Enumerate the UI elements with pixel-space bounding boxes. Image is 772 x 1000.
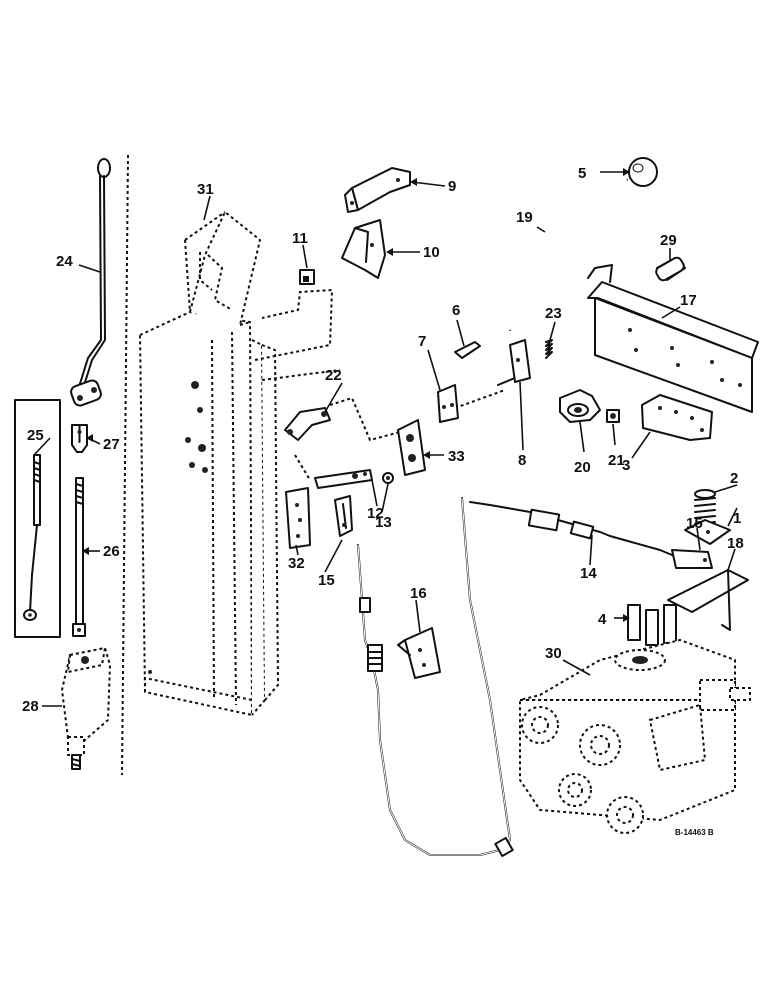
callout-18: 18 <box>727 535 744 552</box>
shaft-guide-line <box>454 389 506 409</box>
part-12-lever-arm <box>314 469 373 489</box>
linkage-guide-line <box>329 396 401 442</box>
callout-23: 23 <box>545 305 562 322</box>
part-15-clevis-left <box>334 495 353 537</box>
part-10-bracket <box>341 219 386 279</box>
part-26-threaded-rod <box>72 477 86 637</box>
callout-15-left: 15 <box>318 572 335 589</box>
callout-28: 28 <box>22 698 39 715</box>
part-20-detent <box>559 389 601 423</box>
callout-5: 5 <box>578 165 586 182</box>
mounting-guide-line-upper <box>254 288 334 361</box>
part-14-cable-loop <box>357 497 514 858</box>
part-11-clip <box>299 269 315 285</box>
callout-10: 10 <box>423 244 440 261</box>
callout-leaders <box>33 168 738 707</box>
part-25-inset-box <box>14 399 61 638</box>
part-17-plate <box>587 264 759 413</box>
part-29-sleeve <box>655 256 686 282</box>
callout-19: 19 <box>516 209 533 226</box>
part-33-plate <box>397 419 426 476</box>
callout-15-right: 15 <box>686 515 703 532</box>
part-27-clevis <box>71 424 88 453</box>
part-5-knob <box>628 157 658 187</box>
callout-20: 20 <box>574 459 591 476</box>
part-23-spring <box>545 339 553 359</box>
part-24-lever-rod <box>70 158 111 407</box>
part-16-bracket <box>397 627 441 679</box>
part-18-bracket <box>667 569 749 631</box>
callout-6: 6 <box>452 302 460 319</box>
part-4-pins <box>627 604 677 646</box>
callout-31: 31 <box>197 181 214 198</box>
part-21-washer <box>606 409 620 423</box>
part-25-alternate-rod <box>23 454 41 621</box>
callout-12: 12 <box>367 505 384 522</box>
callout-25: 25 <box>27 427 44 444</box>
part-19-gear-lever <box>498 178 628 331</box>
part-6-key <box>454 341 481 359</box>
callout-33: 33 <box>448 448 465 465</box>
callout-16: 16 <box>410 585 427 602</box>
callout-4: 4 <box>598 611 607 628</box>
callout-7: 7 <box>418 333 426 350</box>
callout-21: 21 <box>608 452 625 469</box>
callout-27: 27 <box>103 436 120 453</box>
part-15-clevis-right <box>671 549 713 569</box>
part-31-column-frame <box>139 211 279 716</box>
callout-29: 29 <box>660 232 677 249</box>
callout-1: 1 <box>733 510 741 527</box>
linkage-guide-line-2 <box>294 454 311 481</box>
callout-32: 32 <box>288 555 305 572</box>
callout-26: 26 <box>103 543 120 560</box>
part-9-bracket <box>344 167 411 213</box>
callout-11: 11 <box>292 230 308 247</box>
part-3-plate <box>641 394 713 441</box>
callout-labels: 1 2 3 4 5 6 7 8 9 10 11 12 13 14 15 15 1… <box>22 165 744 715</box>
callout-9: 9 <box>448 178 456 195</box>
mounting-guide-line-lower <box>261 369 341 381</box>
part-28-housing <box>61 647 111 770</box>
callout-14: 14 <box>580 565 597 582</box>
callout-2: 2 <box>730 470 738 487</box>
part-2-spring <box>694 489 716 525</box>
callout-22: 22 <box>325 367 342 384</box>
part-32-plate <box>285 487 311 549</box>
callout-8: 8 <box>518 452 526 469</box>
part-14-cable <box>469 501 673 556</box>
part-22-bracket <box>284 407 331 441</box>
part-7-plate <box>437 384 459 423</box>
callout-30: 30 <box>545 645 562 662</box>
callout-13: 13 <box>375 514 392 531</box>
callout-24: 24 <box>56 253 73 270</box>
callout-17: 17 <box>680 292 697 309</box>
drawing-number: B-14463 B <box>675 828 714 837</box>
part-13-nut <box>382 472 394 484</box>
part-1-plate <box>684 519 731 545</box>
section-divider-line <box>121 154 129 776</box>
part-30-transmission-housing <box>519 639 751 834</box>
callout-3: 3 <box>622 457 630 474</box>
part-8-shaft <box>497 339 531 386</box>
